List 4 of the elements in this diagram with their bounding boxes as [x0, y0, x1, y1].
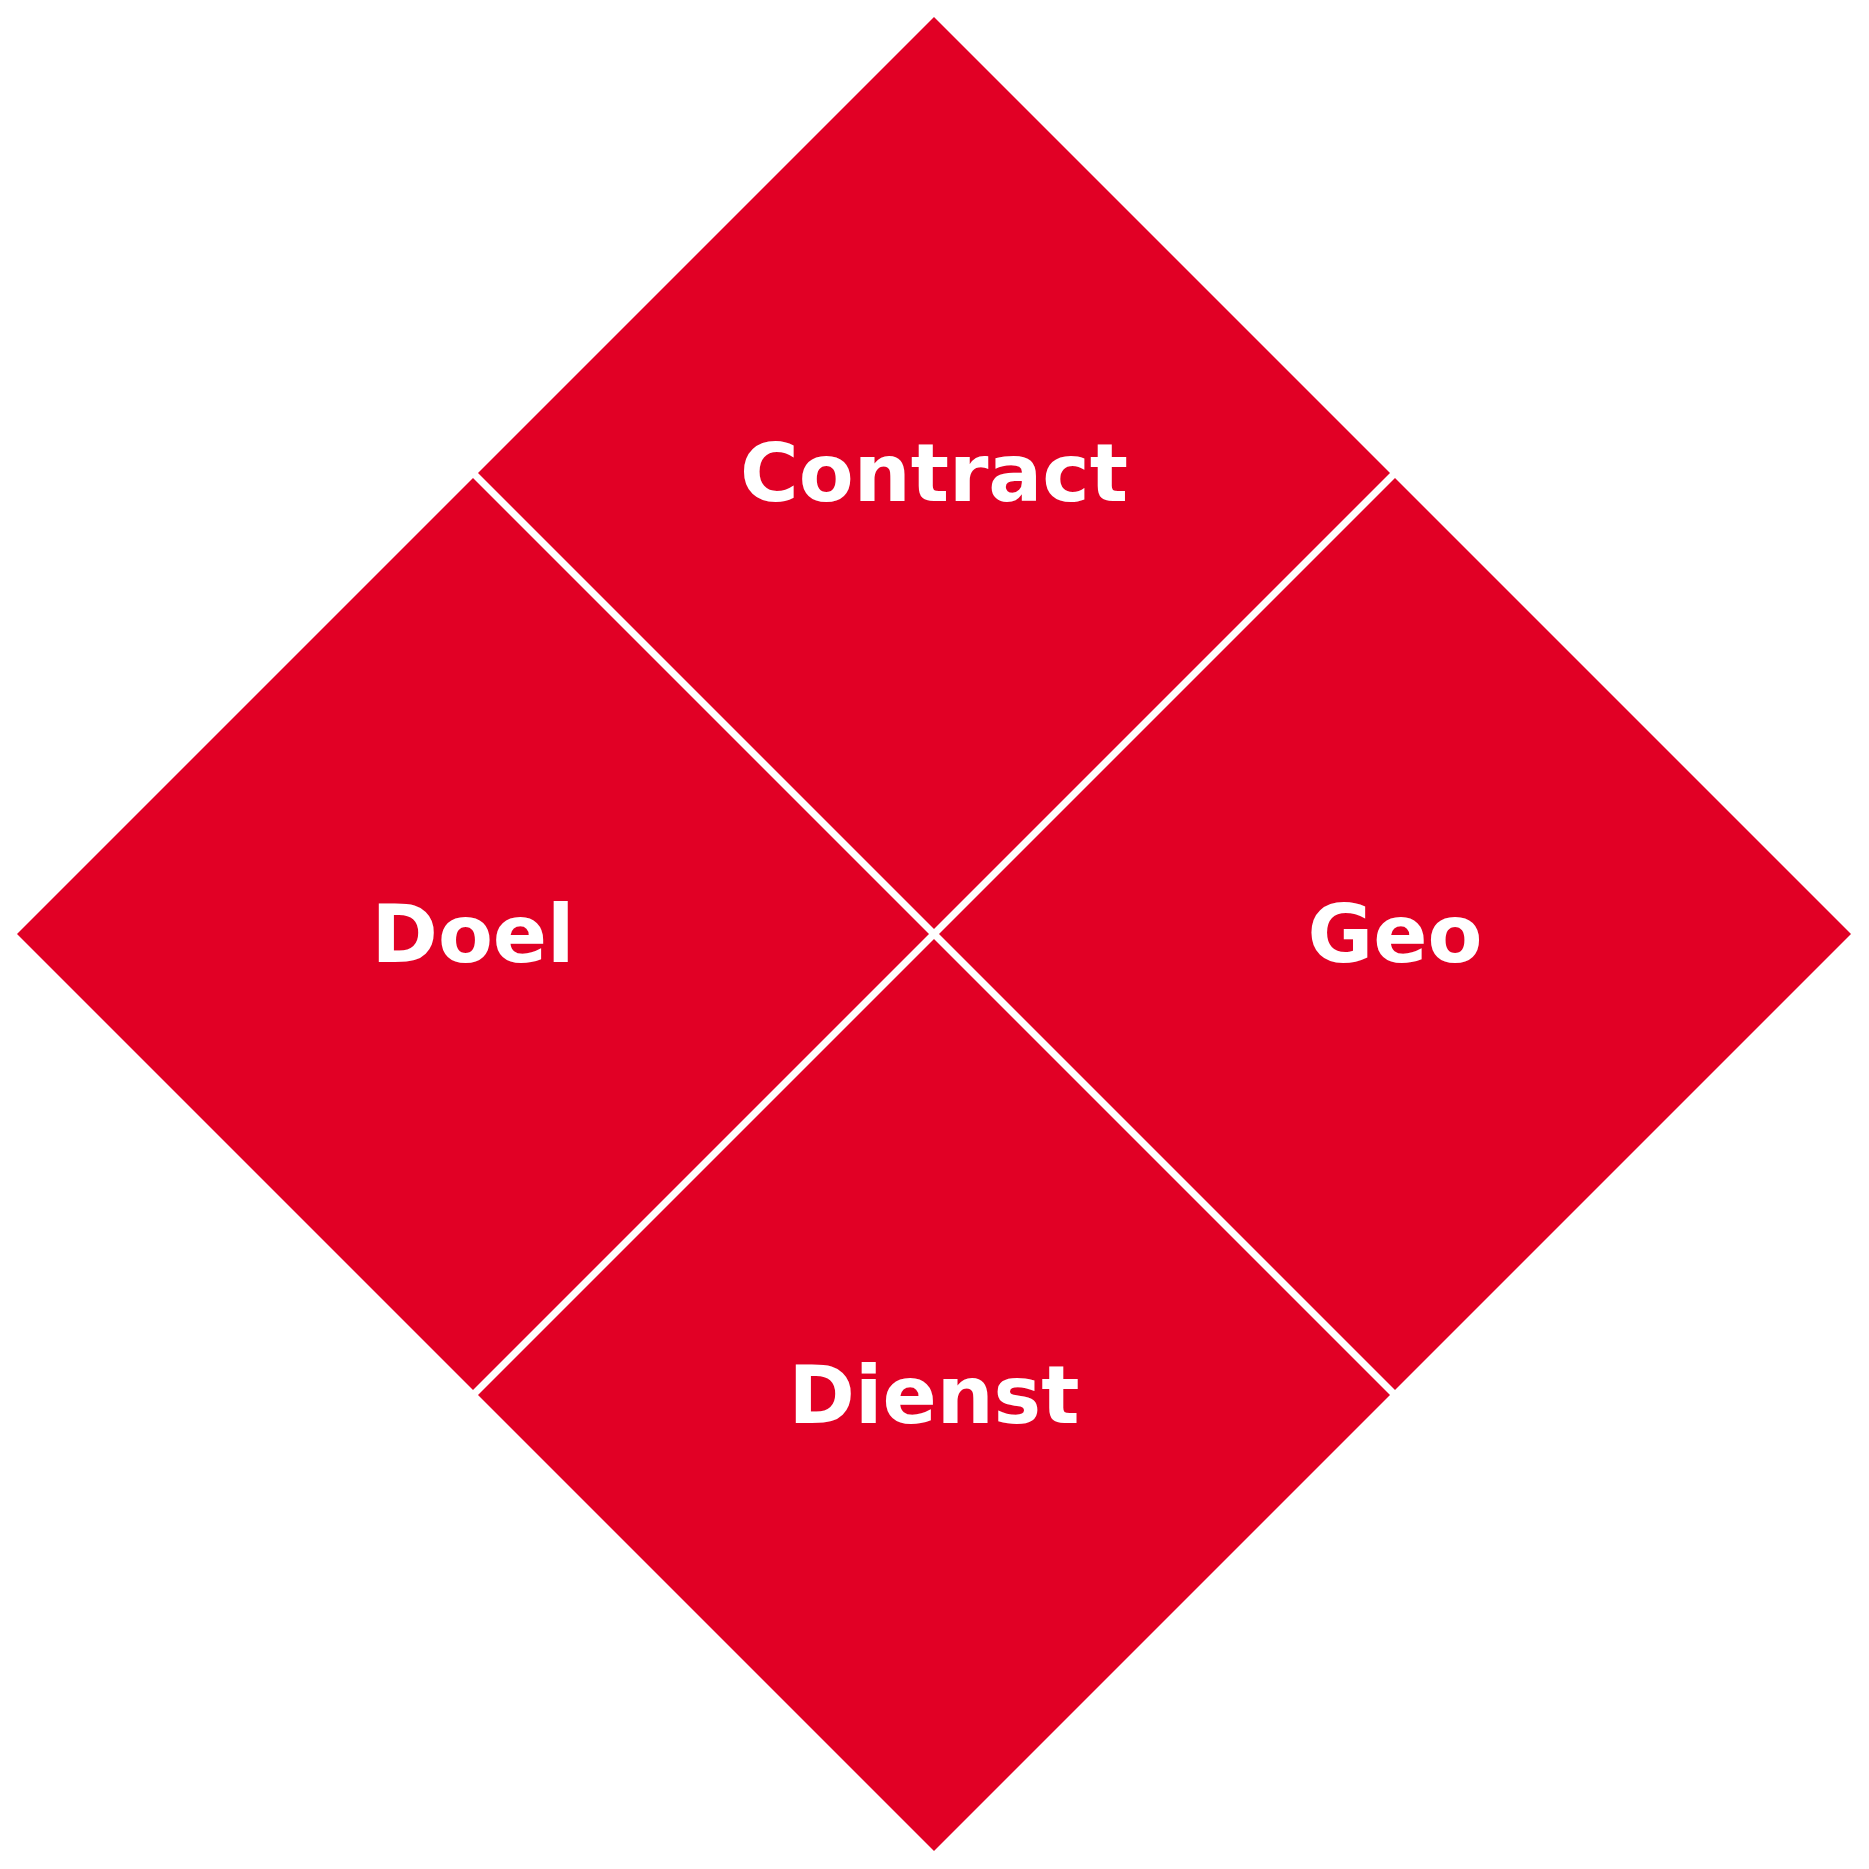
tile-label: Geo — [1306, 887, 1484, 981]
tile-label: Dienst — [787, 1348, 1081, 1442]
tile-label: Doel — [370, 887, 576, 981]
tile-label: Contract — [739, 426, 1129, 520]
